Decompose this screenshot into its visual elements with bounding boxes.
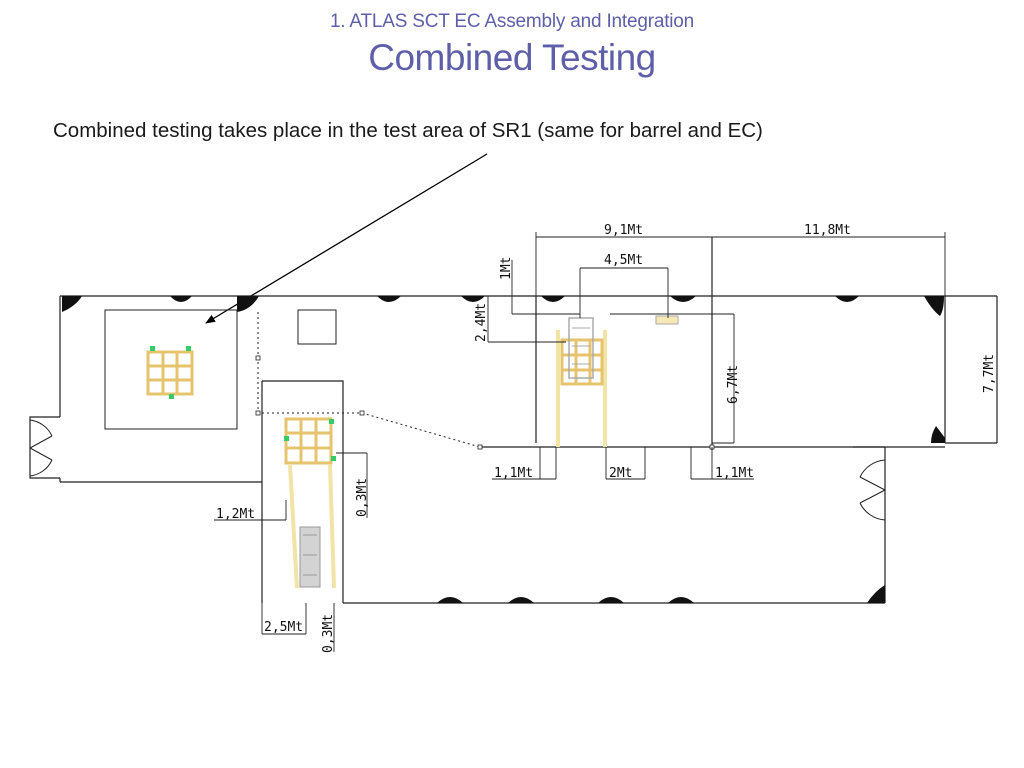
dim-1: 1Mt [499,257,514,280]
test-area-room [104,309,238,430]
dim-2-5: 2,5Mt [264,620,303,635]
pointer-arrow [205,153,488,324]
dim-2-4: 2,4Mt [474,303,489,342]
slide-subtitle: 1. ATLAS SCT EC Assembly and Integration [329,11,695,32]
dim-9-1: 9,1Mt [604,223,643,238]
dim-6-7: 6,7Mt [726,365,741,404]
door-left [29,419,53,477]
dim-0-3-lower: 0,3Mt [321,614,336,653]
dim-11-8: 11,8Mt [804,223,851,238]
dim-0-3-upper: 0,3Mt [355,478,370,517]
corridor-assembly [284,417,336,589]
caption-text: Combined testing takes place in the test… [53,119,763,142]
dim-2: 2Mt [609,466,632,481]
dashed-route [257,312,481,448]
dim-4-5: 4,5Mt [604,253,643,268]
dim-1-2: 1,2Mt [216,507,255,522]
slide-title: Combined Testing [368,37,656,78]
wall-columns [62,296,945,603]
dim-7-7: 7,7Mt [982,354,997,393]
dim-1-1-left: 1,1Mt [494,466,533,481]
door-right [859,459,886,521]
route-markers [255,355,715,450]
test-area-frame [146,346,194,399]
small-box [297,309,337,345]
dim-1-1-right: 1,1Mt [715,466,754,481]
dimension-lines [214,232,998,652]
building-walls [29,237,998,604]
hall-assembly [556,315,679,447]
